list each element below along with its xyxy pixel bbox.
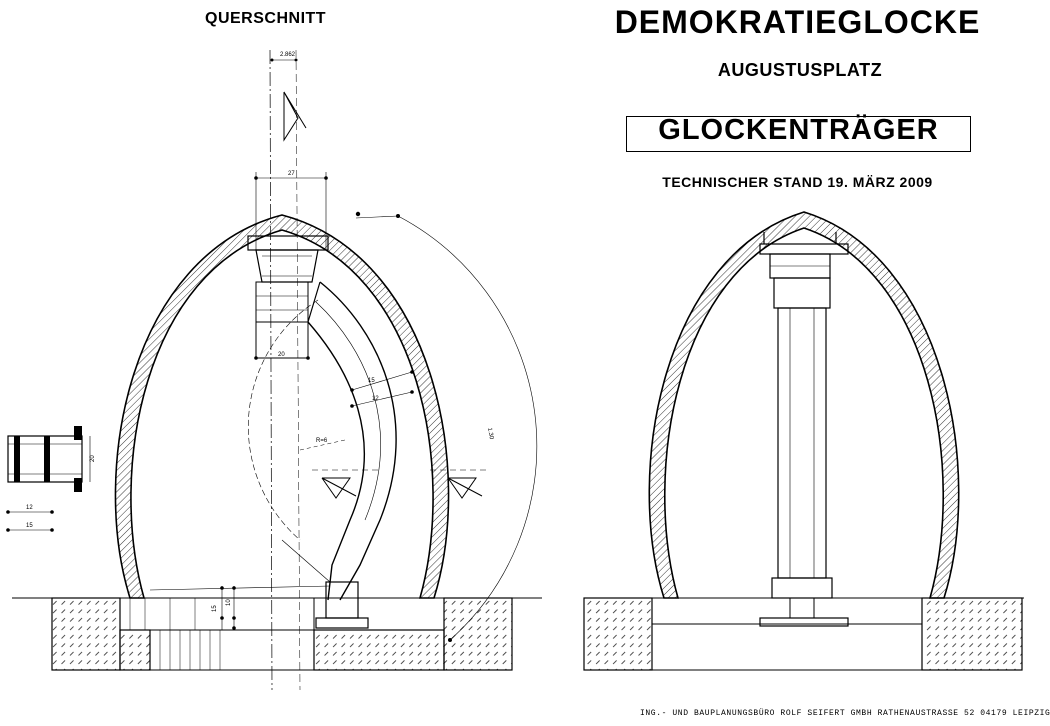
dim-arm-width: 20 bbox=[278, 352, 285, 358]
left-length-arc bbox=[397, 215, 538, 641]
dim-detail-inner: 12 bbox=[26, 505, 33, 511]
right-pit bbox=[651, 597, 923, 625]
right-foundation-left bbox=[583, 597, 653, 671]
technical-drawing: 2.862 27 20 15 12 bbox=[6, 49, 1024, 691]
left-foundation-slab-left bbox=[119, 629, 151, 671]
profile-detail: 20 12 15 bbox=[6, 426, 96, 532]
main-title: DEMOKRATIEGLOCKE bbox=[614, 4, 981, 40]
left-foundation-right bbox=[443, 597, 513, 671]
right-column-foot bbox=[771, 577, 833, 599]
cross-section-view: 2.862 27 20 15 12 bbox=[12, 49, 542, 691]
dim-cap-width: 27 bbox=[288, 171, 295, 177]
left-pit bbox=[119, 597, 315, 631]
left-foundation-slab-right bbox=[313, 629, 445, 671]
left-level-marker-1 bbox=[321, 477, 357, 499]
left-upper-frame bbox=[255, 281, 309, 323]
right-top-plate bbox=[759, 243, 849, 255]
left-curved-arm-outer bbox=[319, 281, 397, 601]
elevation-view bbox=[583, 211, 1024, 671]
footer-credit: ING.- UND BAUPLANUNGSBÜRO ROLF SEIFERT G… bbox=[640, 709, 1050, 718]
dim-detail-width: 15 bbox=[26, 523, 33, 529]
dim-detail-height: 20 bbox=[90, 455, 96, 462]
dim-radius: R=6 bbox=[316, 438, 328, 444]
left-bell-body bbox=[255, 249, 319, 283]
dim-section-width: 15 bbox=[368, 378, 375, 384]
left-egg-shell bbox=[114, 214, 450, 599]
right-base-plate bbox=[759, 617, 849, 627]
left-foundation-left bbox=[51, 597, 121, 671]
dim-base-a: 15 bbox=[212, 605, 218, 612]
left-pit-lines bbox=[129, 598, 314, 671]
left-base-column bbox=[325, 581, 359, 619]
dim-top-offset: 2.862 bbox=[280, 52, 296, 58]
location-title: AUGUSTUSPLATZ bbox=[717, 60, 883, 80]
right-column bbox=[777, 307, 827, 579]
left-base-plate bbox=[315, 617, 369, 629]
left-radius-arc bbox=[248, 299, 319, 541]
right-foundation-right bbox=[921, 597, 1023, 671]
section-title: QUERSCHNITT bbox=[205, 10, 327, 27]
component-title-frame bbox=[626, 116, 971, 152]
status-date: TECHNISCHER STAND 19. MÄRZ 2009 bbox=[662, 174, 933, 190]
left-curved-arm-mid bbox=[315, 301, 381, 521]
component-title: GLOCKENTRÄGER bbox=[658, 114, 939, 146]
left-ref-line bbox=[295, 49, 301, 691]
left-level-marker-2 bbox=[447, 477, 483, 499]
left-elevation-marker bbox=[283, 91, 307, 142]
left-curved-arm-inner bbox=[307, 321, 365, 601]
dim-length: 1.30 bbox=[486, 427, 494, 440]
dim-section-inner: 12 bbox=[372, 396, 379, 402]
right-egg-shell bbox=[648, 211, 960, 599]
right-column-head bbox=[773, 277, 831, 309]
dim-base-b: 10 bbox=[226, 599, 232, 606]
left-center-axis bbox=[269, 49, 273, 691]
